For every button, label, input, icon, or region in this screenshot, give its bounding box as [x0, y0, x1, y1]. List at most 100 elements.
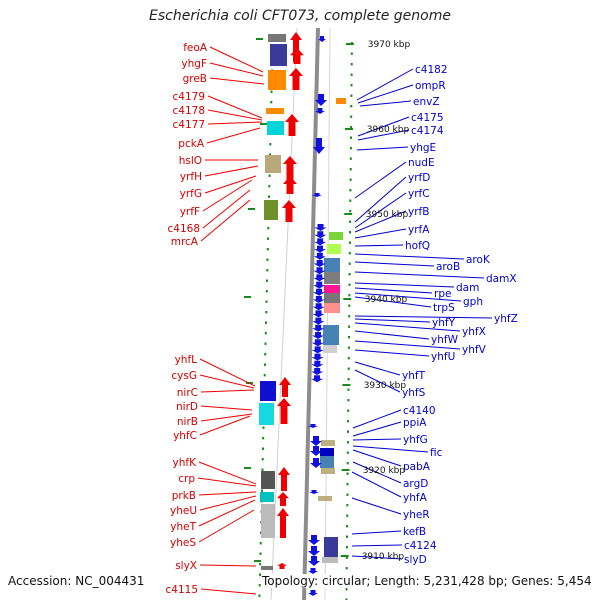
gene-box-right	[324, 537, 338, 557]
kbp-tick	[340, 555, 349, 557]
gene-arrow-down	[308, 556, 320, 566]
gene-label-right: c4124	[404, 540, 437, 552]
gene-label-right: c4182	[415, 64, 448, 76]
tick-inner	[267, 237, 269, 240]
gene-label-right: slyD	[404, 554, 427, 566]
tick-outer	[349, 178, 352, 181]
tick-inner	[268, 185, 271, 188]
gene-label-right: yhfT	[402, 370, 426, 382]
tick-outer	[350, 52, 353, 55]
gene-label-left: yheU	[170, 505, 197, 517]
tick-outer	[346, 535, 348, 538]
leader-line-left	[198, 491, 257, 496]
leader-line-left	[209, 46, 264, 73]
gene-label-right: c4140	[403, 405, 436, 417]
leader-line-right	[354, 253, 465, 260]
gene-label-right: aroB	[436, 261, 460, 273]
gene-box-right	[322, 557, 338, 563]
leader-line-right	[354, 322, 461, 332]
gene-label-right: yrfB	[408, 206, 429, 218]
gene-label-right: yrfD	[408, 172, 430, 184]
gene-box-left	[260, 492, 274, 502]
kbp-tick	[345, 128, 353, 130]
leader-line-left	[199, 415, 251, 436]
gene-arrow-up	[277, 508, 289, 538]
tick-outer	[347, 409, 350, 412]
kbp-tick	[344, 213, 353, 215]
leader-line-right	[354, 318, 431, 323]
gene-arrow-down	[313, 252, 326, 260]
kbp-label: 3970 kbp	[368, 40, 411, 50]
tick-outer	[346, 451, 349, 454]
tick-outer	[346, 483, 349, 486]
gene-labels: feoAyhgFgreBc4179c4178c4177pckAhslOyrfHy…	[166, 42, 518, 596]
gene-arrow-up	[278, 467, 290, 491]
tick-outer	[346, 472, 349, 475]
leader-line-left	[200, 588, 257, 595]
gene-arrow-down	[308, 590, 318, 596]
gene-label-left: c4168	[168, 223, 201, 235]
kbp-tick	[345, 43, 354, 45]
leader-line-right	[354, 192, 407, 229]
tick-outer	[345, 598, 348, 600]
gene-box-right	[321, 440, 335, 446]
tick-inner	[265, 311, 268, 314]
leader-line-left	[202, 189, 251, 229]
leader-line-left	[204, 165, 259, 177]
gene-arrow-down	[313, 281, 326, 289]
gene-arrow-down	[313, 267, 326, 275]
gene-arrow-down	[311, 346, 324, 354]
tick-outer	[347, 367, 350, 370]
gene-box-left	[270, 44, 287, 66]
gene-label-right: pabA	[403, 461, 431, 473]
tick-outer	[349, 231, 351, 234]
leader-line-right	[354, 340, 461, 350]
gene-arrow-down	[310, 446, 322, 456]
genome-summary: Topology: circular; Length: 5,231,428 bp…	[262, 574, 592, 588]
gene-arrow-up	[279, 377, 291, 397]
tick-inner	[269, 153, 271, 156]
gene-label-right: gph	[463, 296, 483, 308]
gene-arrow-down	[312, 303, 325, 311]
tick-outer	[346, 462, 349, 465]
leader-line-right	[354, 176, 407, 223]
leader-line-left	[209, 77, 265, 85]
gene-box-right	[320, 456, 334, 468]
tick-inner	[262, 426, 265, 429]
leader-line-right	[352, 449, 402, 467]
tick-inner	[258, 594, 261, 597]
gene-arrow-down	[312, 193, 322, 197]
leader-line-right	[354, 349, 430, 357]
backbone-line	[302, 27, 320, 600]
gene-box-right	[321, 468, 335, 474]
leader-line-right	[354, 296, 432, 308]
tick-outer	[349, 210, 352, 213]
leader-line-left	[200, 199, 251, 242]
gene-label-left: yhgF	[181, 58, 207, 70]
leader-line-right	[351, 471, 402, 498]
gene-box-left	[261, 471, 275, 489]
gene-arrow-up	[277, 563, 287, 569]
tick-outer	[349, 189, 352, 192]
tick-inner	[261, 458, 264, 461]
gene-label-left: yrfH	[180, 171, 202, 183]
tick-outer	[350, 105, 353, 108]
gene-arrow-down	[313, 274, 326, 282]
major-tick-left	[244, 296, 251, 298]
gene-label-right: yhfY	[432, 317, 456, 329]
kbp-label: 3960 kbp	[367, 125, 410, 135]
gene-label-left: nirB	[177, 416, 198, 428]
leader-line-left	[199, 358, 256, 387]
gene-box-right	[336, 98, 346, 104]
gene-label-right: aroK	[466, 254, 491, 266]
gene-box-left	[261, 504, 275, 538]
leader-line-right	[352, 461, 402, 484]
gene-label-right: ompR	[415, 80, 446, 92]
gene-arrow-up	[285, 114, 299, 136]
leader-line-right	[356, 146, 409, 151]
gene-label-left: c4115	[166, 584, 199, 596]
gene-label-right: c4175	[411, 112, 444, 124]
gene-label-left: yheT	[170, 521, 196, 533]
leader-line-right	[354, 282, 455, 288]
